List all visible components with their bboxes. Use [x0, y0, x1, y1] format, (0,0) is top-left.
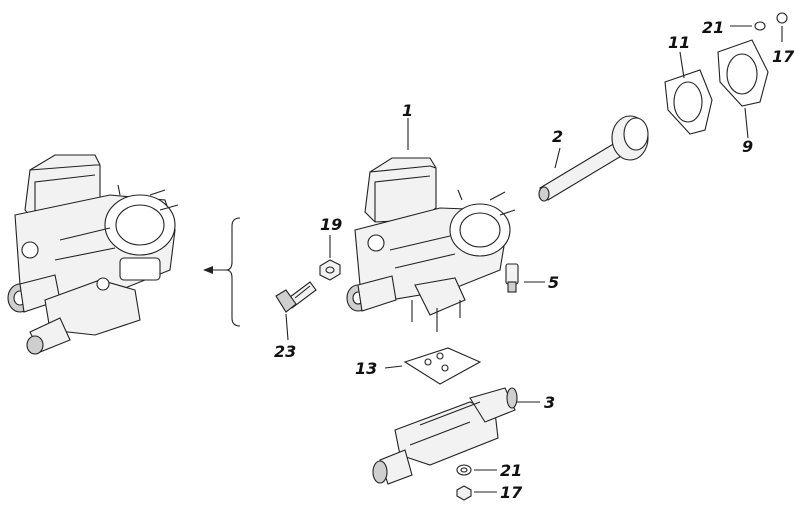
callout-23: 23	[274, 342, 296, 361]
leader-lines	[285, 25, 783, 493]
part-17-nut-top	[776, 12, 788, 24]
part-21-washer-bottom	[456, 464, 472, 476]
callout-1: 1	[402, 101, 413, 120]
part-11-gasket	[664, 69, 713, 135]
callout-17-bottom: 17	[500, 483, 523, 502]
callout-17-top: 17	[772, 47, 795, 66]
part-9-cover-plate	[717, 39, 769, 107]
callout-9: 9	[742, 137, 753, 156]
part-1-valve-housing	[346, 157, 516, 332]
part-3-valve	[372, 387, 518, 485]
assembly-bracket	[203, 217, 241, 327]
callout-5: 5	[548, 273, 559, 292]
part-17-nut-bottom	[456, 485, 472, 501]
part-5-fitting	[505, 263, 519, 293]
part-21-washer-top	[754, 21, 766, 31]
callout-11: 11	[668, 33, 690, 52]
callout-21-top: 21	[702, 18, 724, 37]
callout-21-bottom: 21	[500, 461, 522, 480]
part-23-bolt	[275, 281, 317, 313]
callout-19: 19	[320, 215, 342, 234]
callout-2: 2	[552, 127, 563, 146]
assembled-unit	[7, 154, 179, 355]
part-19-nut	[319, 259, 341, 281]
callout-13: 13	[355, 359, 377, 378]
callout-3: 3	[544, 393, 555, 412]
part-13-gasket	[403, 347, 482, 385]
part-2-shaft	[538, 115, 649, 202]
